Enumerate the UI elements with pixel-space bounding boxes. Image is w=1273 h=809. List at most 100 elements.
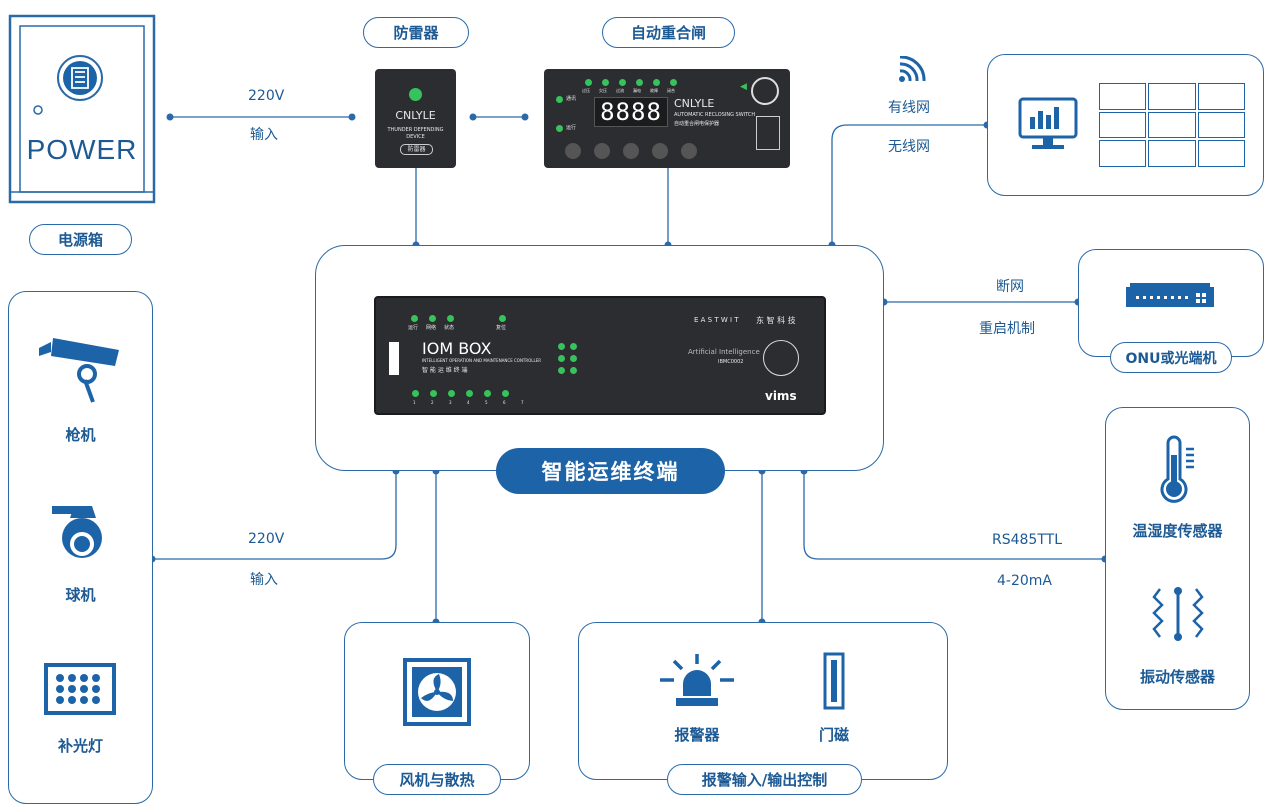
iom-led-network xyxy=(429,315,436,322)
alarm-panel[interactable] xyxy=(578,622,948,780)
power-voltage-label: 220V xyxy=(248,88,285,104)
connector-port-icon xyxy=(751,77,779,105)
recloser-button[interactable] xyxy=(652,143,668,159)
power-cabinet-text: POWER xyxy=(26,134,138,165)
fan-svg xyxy=(403,658,471,726)
onu-panel[interactable] xyxy=(1078,249,1264,357)
rs485-label: RS485TTL xyxy=(992,532,1062,548)
camera-label: 球机 xyxy=(65,586,96,604)
recloser-button[interactable] xyxy=(565,143,581,159)
iom-port-led xyxy=(570,367,577,374)
iom-bottom-led xyxy=(466,390,473,397)
lightning-button[interactable]: 防雷器 xyxy=(400,144,433,155)
iom-subtitle-en: INTELLIGENT OPERATION AND MAINTENANCE CO… xyxy=(422,358,542,363)
vibration-sensor-label: 振动传感器 xyxy=(1139,668,1215,686)
power-cabinet-drawing xyxy=(8,14,156,204)
recloser-down-button[interactable] xyxy=(623,143,639,159)
lightning-brand: CNLYLE xyxy=(395,109,436,122)
bullet-camera-svg xyxy=(39,338,119,403)
iom-port-led xyxy=(558,355,565,362)
lightning-protector-device[interactable]: CNLYLE THUNDER DEFENDING DEVICE 防雷器 xyxy=(375,69,456,168)
iom-title: IOM BOX xyxy=(422,339,492,358)
lightning-protector-label[interactable]: 防雷器 xyxy=(363,17,469,48)
recloser-top-led xyxy=(619,79,626,86)
reset-switch-icon xyxy=(756,116,780,150)
iom-port-led xyxy=(558,343,565,350)
fill-light-icon xyxy=(44,663,116,721)
wifi-icon-svg xyxy=(899,55,926,82)
iom-box-device[interactable]: 运行 网络 状态 复位 IOM BOX INTELLIGENT OPERATIO… xyxy=(374,296,826,415)
iom-port-number: 4 xyxy=(467,400,470,405)
iom-bottom-led xyxy=(448,390,455,397)
power-cabinet[interactable]: POWER xyxy=(8,14,156,204)
fan-icon xyxy=(403,658,471,730)
iom-port-led xyxy=(570,355,577,362)
vibration-icon xyxy=(1152,585,1204,647)
recloser-subtitle-en: AUTOMATIC RECLOSING SWITCH xyxy=(674,112,756,118)
recloser-top-label: 故障 xyxy=(650,88,658,93)
sensor-panel[interactable] xyxy=(1105,407,1250,710)
recloser-top-led xyxy=(585,79,592,86)
recloser-display: 8888 xyxy=(594,97,668,127)
alarm-siren-svg xyxy=(660,654,734,706)
lightning-line1: THUNDER DEFENDING xyxy=(387,127,444,133)
camera-voltage-label: 220V xyxy=(248,531,285,547)
iom-led-status xyxy=(447,315,454,322)
recloser-device[interactable]: 通讯 运行 过压 欠压 过流 漏电 故障 闭合 8888 CNLYLE AUTO… xyxy=(544,69,790,168)
monitor-icon xyxy=(1018,97,1078,149)
video-wall-cell xyxy=(1099,140,1147,167)
door-sensor-svg xyxy=(823,652,845,710)
recloser-top-label: 闭合 xyxy=(667,88,675,93)
video-wall-cell xyxy=(1148,83,1196,110)
door-sensor-label: 门磁 xyxy=(818,726,849,744)
iom-port-led xyxy=(558,367,565,374)
fill-light-svg xyxy=(44,663,116,715)
recloser-top-led xyxy=(653,79,660,86)
iom-ai-text: Artificial Intelligence xyxy=(688,348,760,356)
recloser-top-label: 过压 xyxy=(582,88,590,93)
camera-label: 枪机 xyxy=(65,426,96,444)
alarm-siren-icon xyxy=(658,652,736,712)
power-box-label[interactable]: 电源箱 xyxy=(29,224,132,255)
iom-led-label: 复位 xyxy=(496,325,507,331)
camera-input-label: 输入 xyxy=(250,572,278,588)
dome-camera-svg xyxy=(52,506,102,558)
recloser-label[interactable]: 自动重合闸 xyxy=(602,17,735,48)
recloser-button[interactable] xyxy=(681,143,697,159)
recloser-top-led xyxy=(602,79,609,86)
thermometer-icon xyxy=(1160,435,1200,509)
recloser-led-comm xyxy=(556,96,563,103)
recloser-led-run xyxy=(556,125,563,132)
iom-logo-icon xyxy=(763,340,799,376)
iom-bottom-led xyxy=(430,390,437,397)
iom-led-run xyxy=(411,315,418,322)
iom-subtitle-cn: 智 能 运 维 终 端 xyxy=(422,367,468,374)
main-terminal-label[interactable]: 智能运维终端 xyxy=(496,448,725,494)
iom-port-number: 6 xyxy=(503,400,506,405)
onu-label[interactable]: ONU或光端机 xyxy=(1110,342,1232,373)
fan-label[interactable]: 风机与散热 xyxy=(373,764,501,795)
switch-device-icon xyxy=(1126,283,1214,307)
iom-port-number: 5 xyxy=(485,400,488,405)
restart-mechanism-label: 重启机制 xyxy=(979,321,1035,337)
iom-model: IBMC0002 xyxy=(718,359,744,365)
iom-bottom-led xyxy=(484,390,491,397)
recloser-subtitle-cn: 自动重合闸电保护器 xyxy=(674,121,720,127)
monitor-panel[interactable] xyxy=(987,54,1264,196)
recloser-top-led xyxy=(670,79,677,86)
recloser-side-label-run: 运行 xyxy=(566,125,577,131)
alarm-label: 报警器 xyxy=(674,726,720,744)
recloser-side-label-comm: 通讯 xyxy=(566,96,577,102)
video-wall-cell xyxy=(1197,111,1245,139)
alarm-group-label[interactable]: 报警输入/输出控制 xyxy=(667,764,862,795)
video-wall-cell xyxy=(1197,140,1245,167)
recloser-top-label: 欠压 xyxy=(599,88,607,93)
wireless-network-label: 无线网 xyxy=(888,139,930,155)
recloser-up-button[interactable] xyxy=(594,143,610,159)
bullet-camera-icon xyxy=(39,338,121,408)
iom-card-slot[interactable] xyxy=(389,342,399,375)
wired-network-label: 有线网 xyxy=(888,100,930,116)
vibration-svg xyxy=(1152,587,1204,641)
video-wall-cell xyxy=(1148,111,1196,139)
